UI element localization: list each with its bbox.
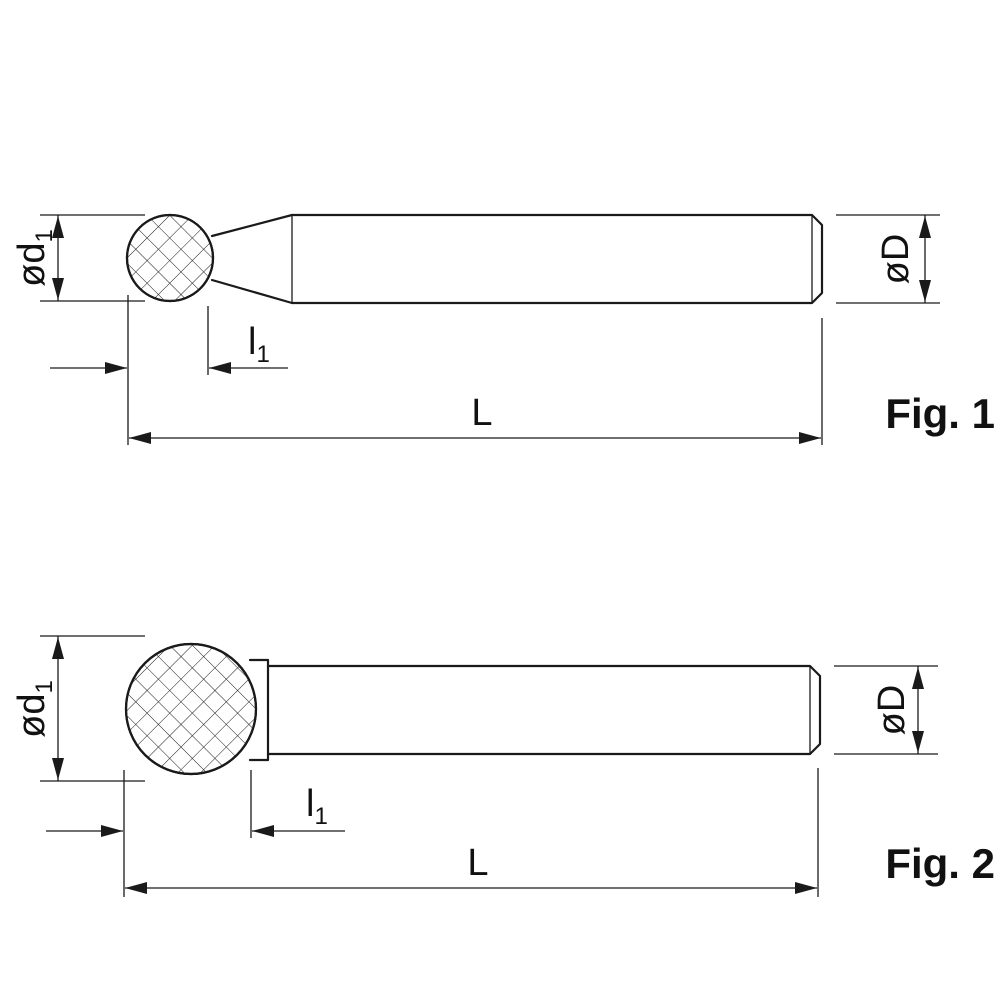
svg-text:ød1: ød1 <box>11 680 58 738</box>
neck-1 <box>210 213 294 305</box>
dimension-L-1: L <box>129 318 823 445</box>
label-d1-sub: 1 <box>31 229 58 242</box>
label-l1-sub: 1 <box>256 341 269 368</box>
svg-text:ød1: ød1 <box>11 229 58 287</box>
dimension-d1-2: ød1 <box>11 635 145 782</box>
label-L: L <box>467 842 488 884</box>
label-l1-sub: 1 <box>314 803 327 830</box>
label-D: øD <box>871 685 913 736</box>
ball-head-2 <box>124 642 258 776</box>
label-l1: l <box>306 783 314 825</box>
dimension-L-2: L <box>125 768 819 897</box>
shank-2 <box>266 664 822 756</box>
figure-2: ød1 øD l1 <box>11 635 995 897</box>
figure-caption: Fig. 2 <box>885 840 995 887</box>
label-L: L <box>471 392 492 434</box>
dimension-D-1: øD <box>836 214 940 304</box>
label-l1: l <box>248 321 256 363</box>
dimension-l1-1: l1 <box>50 295 288 445</box>
collar-2 <box>248 658 270 762</box>
svg-text:l1: l1 <box>306 783 328 830</box>
dimension-l1-2: l1 <box>46 770 345 897</box>
label-d1-sub: 1 <box>31 680 58 693</box>
dimension-d1-1: ød1 <box>11 214 145 302</box>
label-D: øD <box>875 234 917 285</box>
figure-caption: Fig. 1 <box>885 390 995 437</box>
figure-1: ød1 øD l1 <box>11 213 995 445</box>
label-d1: ød <box>11 243 53 287</box>
shank-1 <box>290 213 824 305</box>
ball-head-1 <box>125 213 215 303</box>
label-d1: ød <box>11 694 53 738</box>
svg-text:l1: l1 <box>248 321 270 368</box>
dimension-D-2: øD <box>834 665 938 755</box>
